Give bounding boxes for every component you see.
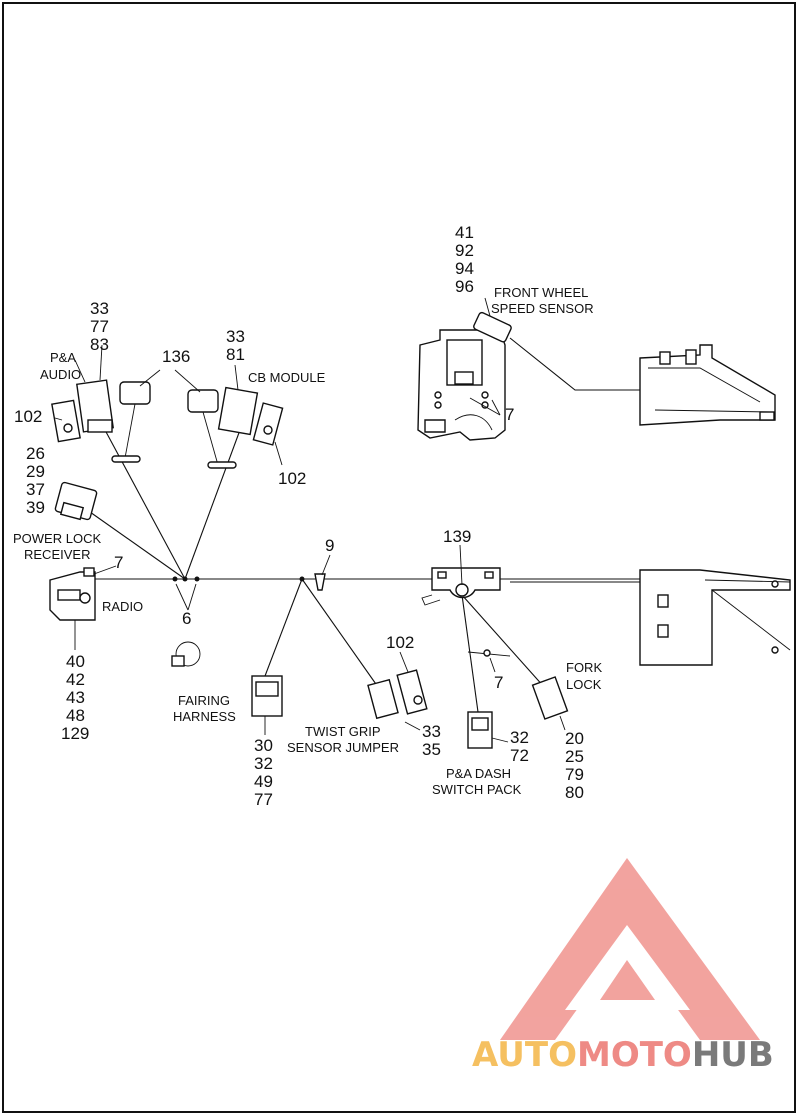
component-labels: FRONT WHEEL SPEED SENSOR P&A AUDIO CB MO… xyxy=(13,285,602,797)
label-pa-dash: P&A DASH xyxy=(446,766,511,781)
connector-lock-left xyxy=(51,399,81,443)
callout-30: 30 xyxy=(254,736,273,755)
callouts: 41 92 94 96 7 33 77 83 136 33 81 102 102… xyxy=(14,223,584,809)
callout-79: 79 xyxy=(565,765,584,784)
callout-102: 102 xyxy=(278,469,306,488)
callout-43: 43 xyxy=(66,688,85,707)
speed-sensor-bracket xyxy=(417,311,512,441)
callout-139: 139 xyxy=(443,527,471,546)
callout-25: 25 xyxy=(565,747,584,766)
label-speed-sensor: SPEED SENSOR xyxy=(491,301,594,316)
label-sensor-jumper: SENSOR JUMPER xyxy=(287,740,399,755)
branch-fork-wire xyxy=(461,594,546,689)
fork-lock-connector xyxy=(531,676,569,720)
label-switch-pack: SWITCH PACK xyxy=(432,782,522,797)
callout-7: 7 xyxy=(505,405,514,424)
label-radio: RADIO xyxy=(102,599,143,614)
harness-caps xyxy=(111,381,237,469)
leader-lines xyxy=(54,297,566,743)
callout-81: 81 xyxy=(226,345,245,364)
branch-fairing-wire xyxy=(264,578,303,677)
branch-cb-wire xyxy=(184,429,241,580)
fork-upper xyxy=(639,344,776,426)
logo-part-hub: HUB xyxy=(692,1035,774,1075)
speed-sensor-connector xyxy=(473,311,512,343)
label-front-wheel: FRONT WHEEL xyxy=(494,285,588,300)
automotohub-logo xyxy=(500,858,760,1040)
callout-33: 33 xyxy=(90,299,109,318)
logo-part-moto: MOTO xyxy=(577,1035,692,1075)
logo-core-triangle xyxy=(600,960,655,1000)
callout-41: 41 xyxy=(455,223,474,242)
callout-77: 77 xyxy=(90,317,109,336)
callout-20: 20 xyxy=(565,729,584,748)
callout-102: 102 xyxy=(386,633,414,652)
dash-switch-connector xyxy=(467,711,493,749)
callout-40: 40 xyxy=(66,652,85,671)
callout-72: 72 xyxy=(510,746,529,765)
callout-37: 37 xyxy=(26,480,45,499)
fork-lower xyxy=(639,569,791,666)
label-lock: LOCK xyxy=(566,677,602,692)
logo-part-auto: AUTO xyxy=(472,1035,577,1075)
branch-twist-wire xyxy=(301,578,379,688)
fairing-connector xyxy=(251,675,283,717)
cable-strap-6 xyxy=(171,641,201,667)
callout-7: 7 xyxy=(114,553,123,572)
branch-dash-wire xyxy=(461,594,479,713)
callout-48: 48 xyxy=(66,706,85,725)
branch-pa-audio-wire xyxy=(104,429,186,580)
callout-32: 32 xyxy=(254,754,273,773)
power-lock-receiver xyxy=(54,481,98,521)
callout-136: 136 xyxy=(162,347,190,366)
callout-92: 92 xyxy=(455,241,474,260)
callout-35: 35 xyxy=(422,740,441,759)
radio-unit xyxy=(49,567,96,621)
callout-49: 49 xyxy=(254,772,273,791)
junction-dot xyxy=(194,576,200,582)
callout-94: 94 xyxy=(455,259,474,278)
callout-7: 7 xyxy=(494,673,503,692)
callout-80: 80 xyxy=(565,783,584,802)
callout-29: 29 xyxy=(26,462,45,481)
junction-dot xyxy=(182,576,188,582)
callout-32: 32 xyxy=(510,728,529,747)
callout-83: 83 xyxy=(90,335,109,354)
branch-power-lock-wire xyxy=(89,511,186,580)
clip-9 xyxy=(314,573,326,591)
twist-grip-connector xyxy=(367,669,428,720)
junction-dot xyxy=(299,576,305,582)
logo-triangle-icon xyxy=(500,858,760,1040)
callout-42: 42 xyxy=(66,670,85,689)
label-harness: HARNESS xyxy=(173,709,236,724)
label-pa: P&A xyxy=(50,350,76,365)
callout-129: 129 xyxy=(61,724,89,743)
pa-audio-connector xyxy=(51,379,114,443)
callout-33: 33 xyxy=(226,327,245,346)
callout-26: 26 xyxy=(26,444,45,463)
cb-module-connector xyxy=(217,386,284,446)
label-cb-module: CB MODULE xyxy=(248,370,326,385)
label-receiver: RECEIVER xyxy=(24,547,90,562)
label-audio: AUDIO xyxy=(40,367,81,382)
label-fairing: FAIRING xyxy=(178,693,230,708)
callout-6: 6 xyxy=(182,609,191,628)
label-power-lock: POWER LOCK xyxy=(13,531,101,546)
junction-dot xyxy=(172,576,178,582)
cable-strap-dash xyxy=(467,649,511,657)
callout-33: 33 xyxy=(422,722,441,741)
label-twist-grip: TWIST GRIP xyxy=(305,724,381,739)
logo-text: AUTOMOTOHUB xyxy=(472,1035,774,1075)
speed-sensor-wire xyxy=(509,337,640,391)
label-fork: FORK xyxy=(566,660,602,675)
connector-lock-right xyxy=(252,402,284,446)
callout-96: 96 xyxy=(455,277,474,296)
callout-102: 102 xyxy=(14,407,42,426)
callout-77: 77 xyxy=(254,790,273,809)
callout-9: 9 xyxy=(325,536,334,555)
callout-39: 39 xyxy=(26,498,45,517)
